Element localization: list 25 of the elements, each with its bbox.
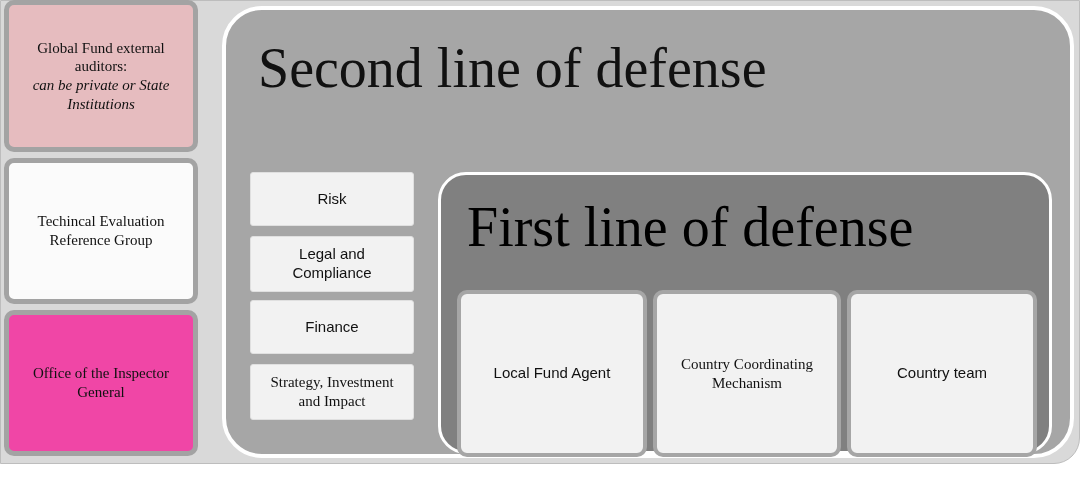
box-label: Techincal Evaluation Reference Group: [36, 212, 166, 250]
label-box: [4, 310, 198, 456]
box-label: Country Coordinating Mechanism: [679, 354, 815, 393]
label-box: [250, 300, 414, 354]
box-label: Finance: [304, 317, 360, 337]
box-label: Risk: [316, 189, 348, 209]
group-panel: [222, 6, 1074, 458]
label-box: [653, 290, 841, 457]
label-box: [4, 158, 198, 304]
box-label: Country team: [895, 364, 988, 383]
label-box: [250, 364, 414, 420]
label-box: [250, 236, 414, 292]
box-label: Legal and Compliance: [291, 245, 373, 283]
panel-heading: Second line of defense: [258, 38, 767, 100]
box-label: Strategy, Investment and Impact: [269, 373, 395, 411]
box-label: Global Fund external auditors:: [36, 38, 166, 76]
label-box: [4, 0, 198, 152]
box-label: can be private or State Institutions: [31, 76, 171, 114]
box-label: Local Fund Agent: [492, 364, 612, 383]
label-box: [250, 172, 414, 226]
box-label: Office of the Inspector General: [32, 364, 170, 402]
panel-heading: First line of defense: [467, 197, 914, 259]
group-panel: [438, 172, 1052, 454]
label-box: [847, 290, 1037, 457]
label-box: [457, 290, 647, 457]
